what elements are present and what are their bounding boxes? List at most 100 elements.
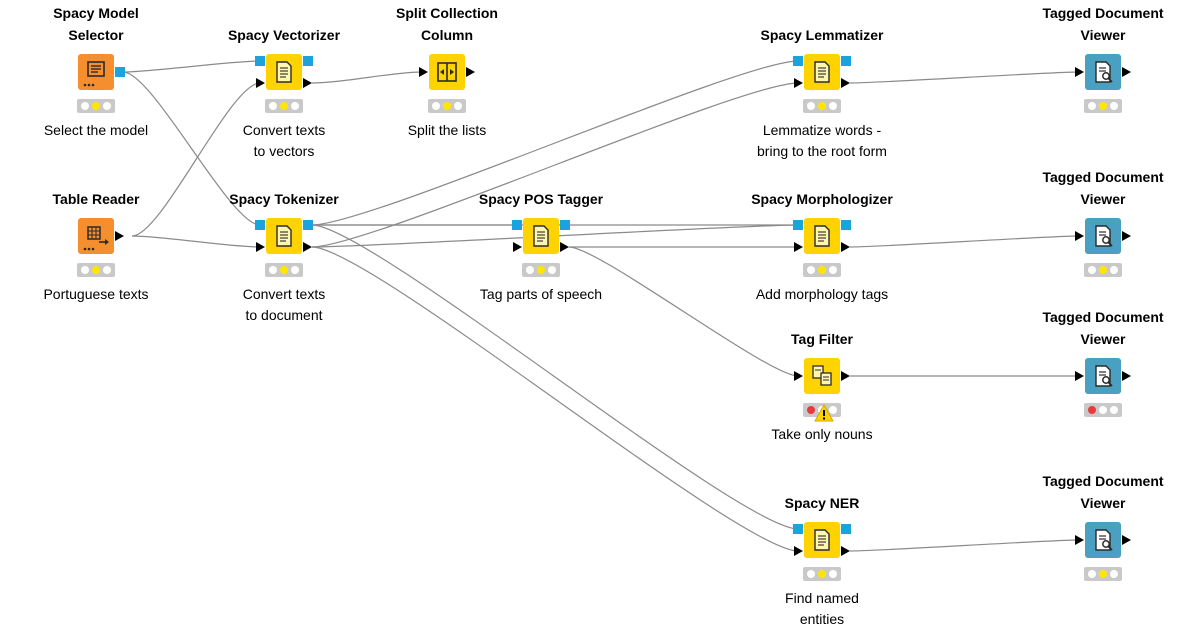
- status-light-off: [291, 266, 299, 274]
- model-input-port[interactable]: [255, 220, 265, 230]
- model-input-port[interactable]: [255, 56, 265, 66]
- table-reader-icon[interactable]: [78, 218, 114, 254]
- model-output-port[interactable]: [841, 524, 851, 534]
- node-description: Take only nouns: [732, 424, 912, 445]
- model-input-port[interactable]: [793, 524, 803, 534]
- data-output-port[interactable]: [560, 242, 569, 252]
- data-input-port[interactable]: [1075, 535, 1084, 545]
- model-output-port[interactable]: [303, 220, 313, 230]
- connection-lemmatizer-to-viewer_1[interactable]: [849, 71, 1080, 84]
- data-output-port[interactable]: [1122, 371, 1131, 381]
- connection-table_reader-to-tokenizer[interactable]: [131, 235, 261, 248]
- model-output-port[interactable]: [841, 56, 851, 66]
- document-viewer-icon[interactable]: [1085, 54, 1121, 90]
- tag-filter-icon[interactable]: [804, 358, 840, 394]
- connection-ner-to-viewer_4[interactable]: [849, 539, 1080, 552]
- node-status-indicator: [77, 263, 115, 277]
- model-output-port[interactable]: [115, 67, 125, 77]
- status-light-off: [1088, 266, 1096, 274]
- connection-model_selector-to-tokenizer[interactable]: [122, 71, 261, 226]
- status-light-off: [432, 102, 440, 110]
- data-output-port[interactable]: [1122, 231, 1131, 241]
- data-output-port[interactable]: [303, 78, 312, 88]
- data-input-port[interactable]: [1075, 67, 1084, 77]
- connection-extra-1[interactable]: [311, 246, 799, 552]
- model-output-port[interactable]: [303, 56, 313, 66]
- node-title-line: Spacy Vectorizer: [227, 27, 341, 43]
- node-status-indicator: [77, 99, 115, 113]
- data-input-port[interactable]: [794, 78, 803, 88]
- data-input-port[interactable]: [794, 371, 803, 381]
- status-light-off: [807, 266, 815, 274]
- model-output-port[interactable]: [841, 220, 851, 230]
- node-title-line: Spacy Model: [53, 5, 139, 21]
- status-light-off: [454, 102, 462, 110]
- data-output-port[interactable]: [841, 242, 850, 252]
- document-viewer-icon[interactable]: [1085, 218, 1121, 254]
- data-input-port[interactable]: [794, 242, 803, 252]
- status-light-yellow: [1099, 570, 1107, 578]
- status-light-yellow: [280, 102, 288, 110]
- node-status-indicator: [428, 99, 466, 113]
- data-output-port[interactable]: [303, 242, 312, 252]
- node-title: Spacy Morphologizer: [737, 188, 907, 210]
- connection-extra-0[interactable]: [311, 82, 799, 248]
- node-title-line: Split Collection: [396, 5, 498, 21]
- node-description-line: Lemmatize words -: [762, 122, 882, 138]
- data-input-port[interactable]: [256, 78, 265, 88]
- node-title: Tag Filter: [737, 328, 907, 350]
- model-output-port[interactable]: [560, 220, 570, 230]
- data-output-port[interactable]: [1122, 535, 1131, 545]
- status-light-off: [81, 266, 89, 274]
- document-viewer-icon[interactable]: [1085, 522, 1121, 558]
- node-title-line: Viewer: [1080, 495, 1126, 511]
- tokenizer-icon[interactable]: [266, 218, 302, 254]
- data-input-port[interactable]: [513, 242, 522, 252]
- node-description-line: Add morphology tags: [755, 286, 889, 302]
- model-selector-icon[interactable]: [78, 54, 114, 90]
- connection-vectorizer-to-split_collection[interactable]: [311, 71, 424, 84]
- model-input-port[interactable]: [793, 56, 803, 66]
- model-input-port[interactable]: [512, 220, 522, 230]
- data-output-port[interactable]: [1122, 67, 1131, 77]
- document-viewer-icon[interactable]: [1085, 358, 1121, 394]
- connection-morphologizer-to-viewer_2[interactable]: [849, 235, 1080, 248]
- warning-icon[interactable]: [814, 403, 834, 422]
- node-status-indicator: [265, 263, 303, 277]
- node-status-indicator: [1084, 567, 1122, 581]
- node-status-indicator: [1084, 263, 1122, 277]
- data-input-port[interactable]: [419, 67, 428, 77]
- pos-tagger-icon[interactable]: [523, 218, 559, 254]
- connection-tokenizer-to-ner[interactable]: [311, 224, 799, 530]
- data-input-port[interactable]: [1075, 371, 1084, 381]
- data-output-port[interactable]: [841, 546, 850, 556]
- status-light-off: [291, 102, 299, 110]
- node-description-line: to vectors: [253, 143, 315, 159]
- morphologizer-icon[interactable]: [804, 218, 840, 254]
- data-output-port[interactable]: [466, 67, 475, 77]
- model-input-port[interactable]: [793, 220, 803, 230]
- data-input-port[interactable]: [1075, 231, 1084, 241]
- status-light-off: [807, 102, 815, 110]
- status-light-off: [829, 102, 837, 110]
- data-output-port[interactable]: [841, 371, 850, 381]
- connection-tokenizer-to-lemmatizer[interactable]: [311, 60, 799, 226]
- node-description: Tag parts of speech: [451, 284, 631, 305]
- status-light-yellow: [818, 570, 826, 578]
- node-description-line: Select the model: [43, 122, 149, 138]
- connection-table_reader-to-vectorizer[interactable]: [131, 82, 261, 237]
- lemmatizer-icon[interactable]: [804, 54, 840, 90]
- data-input-port[interactable]: [794, 546, 803, 556]
- node-title-line: Tagged Document: [1042, 5, 1164, 21]
- node-description-line: Find named: [785, 590, 859, 606]
- data-output-port[interactable]: [841, 78, 850, 88]
- split-column-icon[interactable]: [429, 54, 465, 90]
- ner-icon[interactable]: [804, 522, 840, 558]
- status-light-off: [548, 266, 556, 274]
- vectorizer-icon[interactable]: [266, 54, 302, 90]
- connection-pos_tagger-to-tag_filter[interactable]: [568, 246, 799, 377]
- data-output-port[interactable]: [115, 231, 124, 241]
- data-input-port[interactable]: [256, 242, 265, 252]
- connection-model_selector-to-vectorizer[interactable]: [122, 60, 261, 73]
